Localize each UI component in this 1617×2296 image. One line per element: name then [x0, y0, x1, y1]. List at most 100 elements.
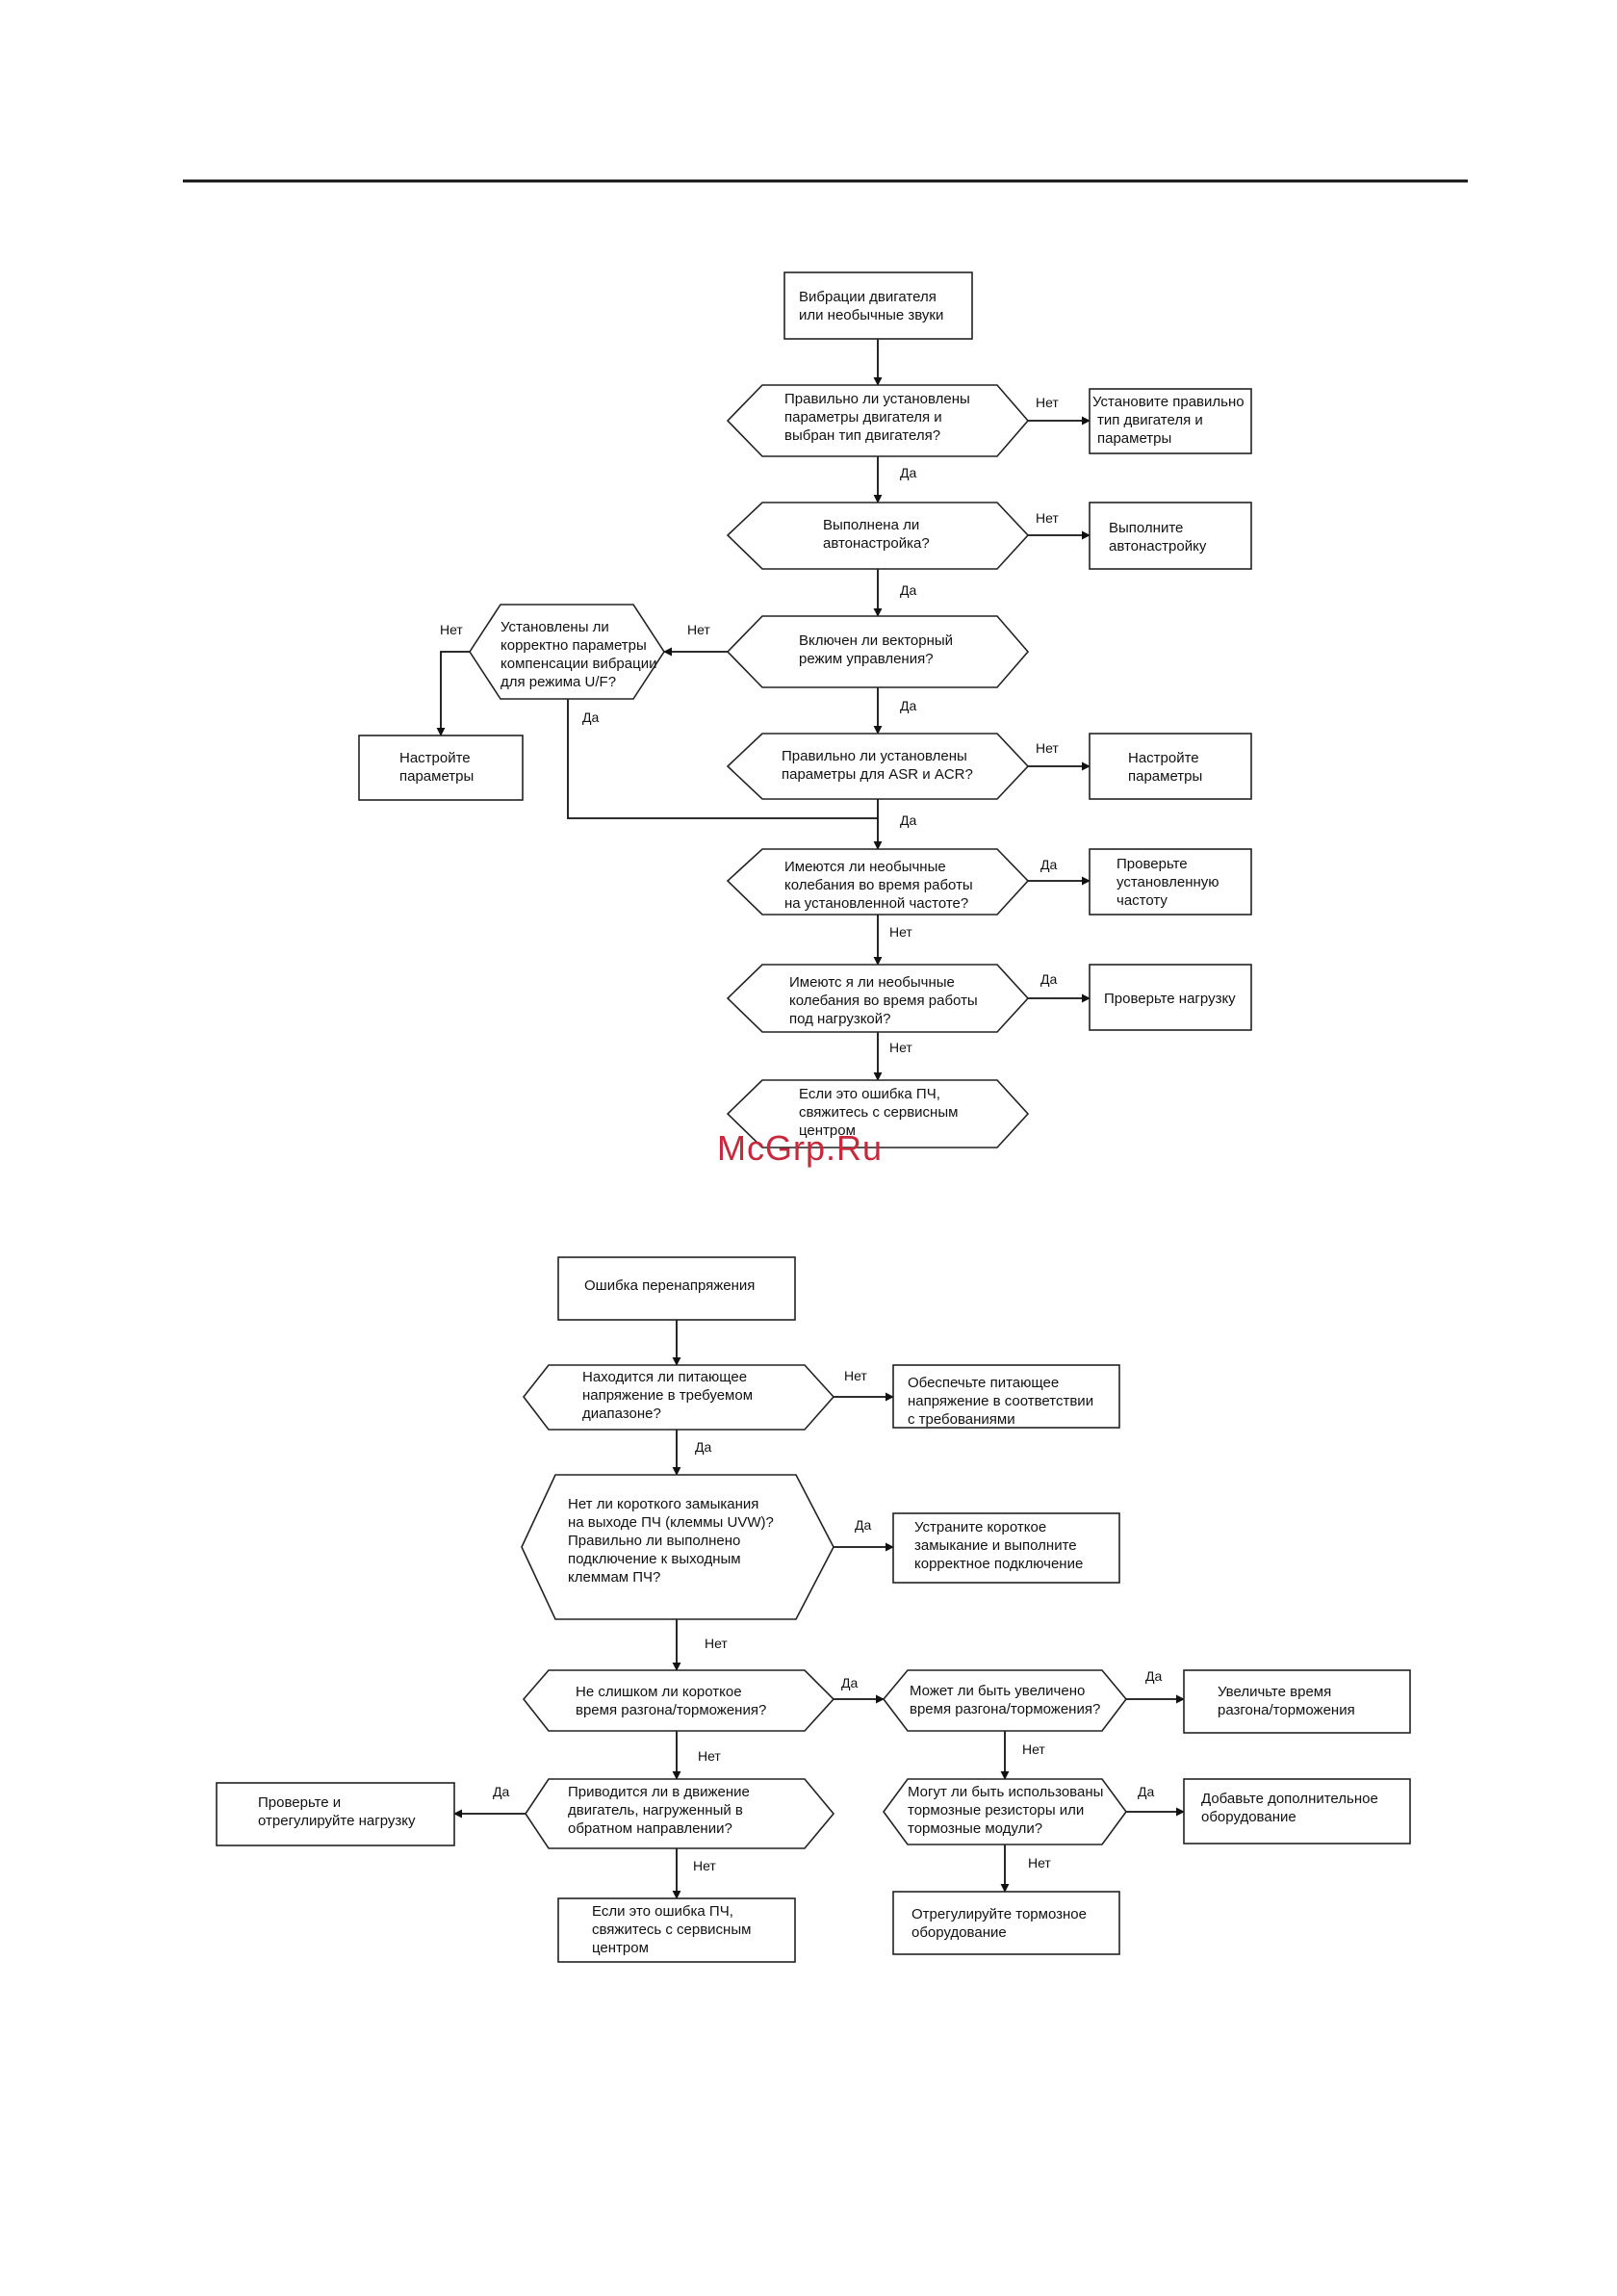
svg-text:колебания во время работы: колебания во время работы — [784, 877, 973, 893]
svg-text:на выходе ПЧ (клеммы UVW)?: на выходе ПЧ (клеммы UVW)? — [568, 1514, 774, 1531]
svg-text:Настройте: Настройте — [1128, 750, 1199, 766]
action-check-frequency: Проверьте установленную частоту — [1089, 848, 1252, 916]
action-adjust-params-right: Настройте параметры — [1089, 733, 1252, 800]
decision-vector-mode: Включен ли векторный режим управления? — [726, 615, 1030, 688]
svg-text:Обеспечьте питающее: Обеспечьте питающее — [908, 1375, 1059, 1391]
svg-text:обратном направлении?: обратном направлении? — [568, 1820, 732, 1837]
svg-text:автонастройка?: автонастройка? — [823, 535, 930, 552]
svg-text:выбран тип двигателя?: выбран тип двигателя? — [784, 427, 940, 444]
decision-can-increase-time: Может ли быть увеличено время разгона/то… — [882, 1669, 1128, 1732]
decision-reverse-load: Приводится ли в движение двигатель, нагр… — [525, 1778, 835, 1849]
svg-text:напряжение в требуемом: напряжение в требуемом — [582, 1387, 753, 1404]
action-ensure-supply: Обеспечьте питающее напряжение в соответ… — [892, 1364, 1120, 1429]
svg-text:корректно параметры: корректно параметры — [500, 637, 647, 654]
svg-text:центром: центром — [592, 1940, 649, 1956]
edge-label-no: Нет — [889, 924, 912, 940]
end-service-center: Если это ошибка ПЧ, свяжитесь с сервисны… — [557, 1897, 796, 1963]
edge-label-yes: Да — [1145, 1668, 1162, 1684]
edge-label-no: Нет — [1036, 510, 1059, 526]
svg-text:тормозные модули?: тормозные модули? — [908, 1820, 1042, 1837]
decision-accel-decel-short: Не слишком ли короткое время разгона/тор… — [522, 1669, 835, 1732]
decision-braking-resistors: Могут ли быть использованы тормозные рез… — [883, 1778, 1127, 1845]
svg-text:замыкание и выполните: замыкание и выполните — [914, 1537, 1077, 1554]
action-fix-short-circuit: Устраните короткое замыкание и выполните… — [892, 1512, 1120, 1584]
svg-text:Вибрации двигателя: Вибрации двигателя — [799, 289, 937, 305]
watermark: McGrp.Ru — [717, 1128, 883, 1168]
decision-short-circuit: Нет ли короткого замыкания на выходе ПЧ … — [521, 1474, 834, 1620]
svg-text:время разгона/торможения?: время разгона/торможения? — [910, 1701, 1100, 1717]
svg-text:свяжитесь с сервисным: свяжитесь с сервисным — [592, 1922, 751, 1938]
edge-label-no: Нет — [1022, 1741, 1045, 1757]
flowchart-motor-vibration: Нет Да Нет Да Нет Нет Да Да Нет Да Да Не… — [358, 271, 1252, 1148]
svg-text:Если это ошибка ПЧ,: Если это ошибка ПЧ, — [592, 1903, 733, 1920]
svg-text:компенсации вибрации: компенсации вибрации — [500, 656, 656, 672]
decision-supply-voltage: Находится ли питающее напряжение в требу… — [522, 1364, 835, 1431]
edge-label-no: Нет — [693, 1858, 716, 1873]
edge-label-yes: Да — [900, 813, 916, 828]
svg-text:Увеличьте время: Увеличьте время — [1218, 1684, 1331, 1700]
svg-text:параметры: параметры — [1097, 430, 1171, 447]
svg-text:режим управления?: режим управления? — [799, 651, 934, 667]
edge-label-yes: Да — [1040, 971, 1057, 987]
action-autotune: Выполните автонастройку — [1089, 502, 1252, 570]
svg-text:напряжение в соответствии: напряжение в соответствии — [908, 1393, 1093, 1409]
action-increase-time: Увеличьте время разгона/торможения — [1183, 1669, 1411, 1734]
edge-label-yes: Да — [900, 698, 916, 713]
edge-label-no: Нет — [705, 1636, 728, 1651]
svg-text:Проверьте: Проверьте — [1116, 856, 1188, 872]
svg-text:двигатель, нагруженный в: двигатель, нагруженный в — [568, 1802, 743, 1819]
svg-text:центром: центром — [799, 1122, 856, 1139]
svg-text:корректное подключение: корректное подключение — [914, 1556, 1083, 1572]
svg-text:Находится ли питающее: Находится ли питающее — [582, 1369, 747, 1385]
svg-text:Включен ли векторный: Включен ли векторный — [799, 632, 953, 649]
svg-text:Устраните короткое: Устраните короткое — [914, 1519, 1046, 1535]
edge-label-yes: Да — [1138, 1784, 1154, 1799]
svg-text:на установленной частоте?: на установленной частоте? — [784, 895, 968, 912]
svg-text:Ошибка перенапряжения: Ошибка перенапряжения — [584, 1277, 755, 1294]
svg-text:параметры для ASR и ACR?: параметры для ASR и ACR? — [782, 766, 973, 783]
edge-label-yes: Да — [900, 582, 916, 598]
edge-label-no: Нет — [1028, 1855, 1051, 1870]
svg-text:Приводится ли в движение: Приводится ли в движение — [568, 1784, 750, 1800]
edge-label-yes: Да — [841, 1675, 858, 1690]
svg-text:Нет ли короткого замыкания: Нет ли короткого замыкания — [568, 1496, 758, 1512]
start-overvoltage: Ошибка перенапряжения — [557, 1256, 796, 1321]
svg-text:свяжитесь с сервисным: свяжитесь с сервисным — [799, 1104, 958, 1121]
svg-text:тип двигателя и: тип двигателя и — [1097, 412, 1203, 428]
action-add-equipment: Добавьте дополнительное оборудование — [1183, 1778, 1411, 1845]
svg-text:Правильно ли установлены: Правильно ли установлены — [782, 748, 967, 764]
svg-text:диапазоне?: диапазоне? — [582, 1406, 661, 1422]
svg-text:Может ли быть увеличено: Может ли быть увеличено — [910, 1683, 1085, 1699]
decision-asr-acr: Правильно ли установлены параметры для A… — [726, 733, 1030, 800]
svg-text:параметры: параметры — [399, 768, 474, 785]
svg-text:Не слишком ли короткое: Не слишком ли короткое — [576, 1684, 742, 1700]
edge-label-no: Нет — [1036, 395, 1059, 410]
svg-text:для режима U/F?: для режима U/F? — [500, 674, 616, 690]
edge-label-no: Нет — [1036, 740, 1059, 756]
svg-text:частоту: частоту — [1116, 892, 1168, 909]
svg-text:Установите правильно: Установите правильно — [1092, 394, 1245, 410]
edge-label-yes: Да — [855, 1517, 871, 1533]
decision-uf-vibration-comp: Установлены ли корректно параметры компе… — [469, 604, 665, 700]
svg-text:разгона/торможения: разгона/торможения — [1218, 1702, 1355, 1718]
decision-freq-oscillation: Имеются ли необычные колебания во время … — [726, 848, 1030, 916]
svg-text:тормозные резисторы или: тормозные резисторы или — [908, 1802, 1084, 1819]
action-adjust-braking: Отрегулируйте тормозное оборудование — [892, 1891, 1120, 1955]
edge-label-yes: Да — [493, 1784, 509, 1799]
svg-text:Выполнена ли: Выполнена ли — [823, 517, 919, 533]
svg-text:клеммам ПЧ?: клеммам ПЧ? — [568, 1569, 660, 1586]
svg-text:оборудование: оборудование — [911, 1924, 1007, 1941]
svg-text:под нагрузкой?: под нагрузкой? — [789, 1011, 891, 1027]
svg-text:установленную: установленную — [1116, 874, 1219, 890]
svg-text:Проверьте и: Проверьте и — [258, 1794, 341, 1811]
start-node: Вибрации двигателя или необычные звуки — [783, 271, 973, 340]
svg-text:автонастройку: автонастройку — [1109, 538, 1207, 555]
svg-text:Имеются ли необычные: Имеются ли необычные — [784, 859, 946, 875]
action-adjust-params-left: Настройте параметры — [358, 735, 524, 801]
svg-text:Правильно ли установлены: Правильно ли установлены — [784, 391, 970, 407]
svg-text:или необычные звуки: или необычные звуки — [799, 307, 943, 323]
decision-autotune: Выполнена ли автонастройка? — [726, 502, 1030, 570]
decision-motor-params: Правильно ли установлены параметры двига… — [726, 384, 1030, 457]
svg-text:время разгона/торможения?: время разгона/торможения? — [576, 1702, 766, 1718]
action-set-motor-type: Установите правильно тип двигателя и пар… — [1089, 388, 1252, 454]
